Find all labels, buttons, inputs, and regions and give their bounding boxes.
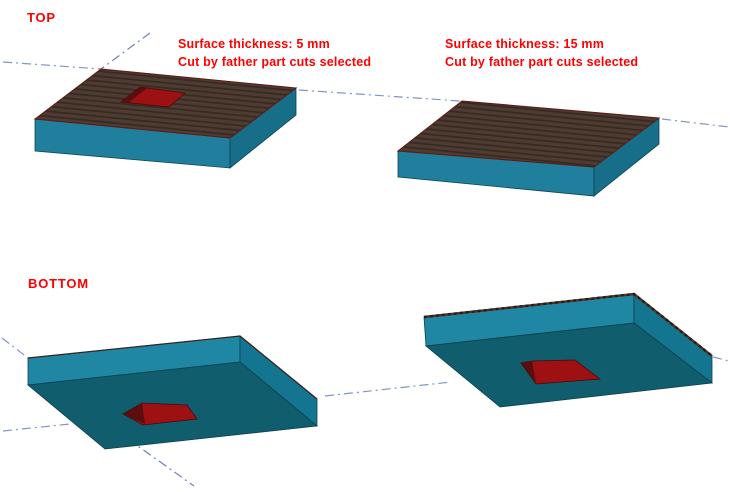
axis-line-top-right bbox=[661, 118, 730, 128]
axis-line-top-left-horizontal bbox=[2, 61, 102, 70]
axis-line-bottom-front-diagonal bbox=[127, 438, 195, 487]
plate-bottom-right-cut-wall bbox=[521, 361, 536, 383]
annotation-line-2: Cut by father part cuts selected bbox=[445, 54, 639, 69]
axis-line-bottom-left-diagonal bbox=[1, 337, 29, 359]
axis-line-bottom-right bbox=[712, 356, 730, 362]
annotation-line-2: Cut by father part cuts selected bbox=[178, 54, 372, 69]
annotation-thickness-15mm: Surface thickness: 15 mm Cut by father p… bbox=[445, 36, 638, 71]
axis-line-top-left-diagonal bbox=[100, 32, 151, 70]
axis-line-top-middle bbox=[298, 89, 461, 102]
plate-bottom-right-top-face-strip-hatch bbox=[423, 292, 713, 357]
plate-bottom-left-cut-wall bbox=[123, 403, 145, 424]
bottom-view-label: BOTTOM bbox=[28, 276, 89, 291]
axis-line-bottom-middle bbox=[324, 381, 452, 397]
annotation-line-1: Surface thickness: 5 mm bbox=[178, 37, 330, 51]
annotation-line-1: Surface thickness: 15 mm bbox=[445, 37, 605, 51]
plate-top-left-cut-wall bbox=[121, 87, 147, 103]
annotation-thickness-5mm: Surface thickness: 5 mm Cut by father pa… bbox=[178, 36, 371, 71]
plate-top-right-top-face bbox=[396, 100, 661, 168]
top-view-label: TOP bbox=[27, 10, 56, 25]
axis-line-bottom-left-horizontal bbox=[2, 423, 71, 432]
plate-bottom-left-top-edge bbox=[27, 335, 318, 400]
